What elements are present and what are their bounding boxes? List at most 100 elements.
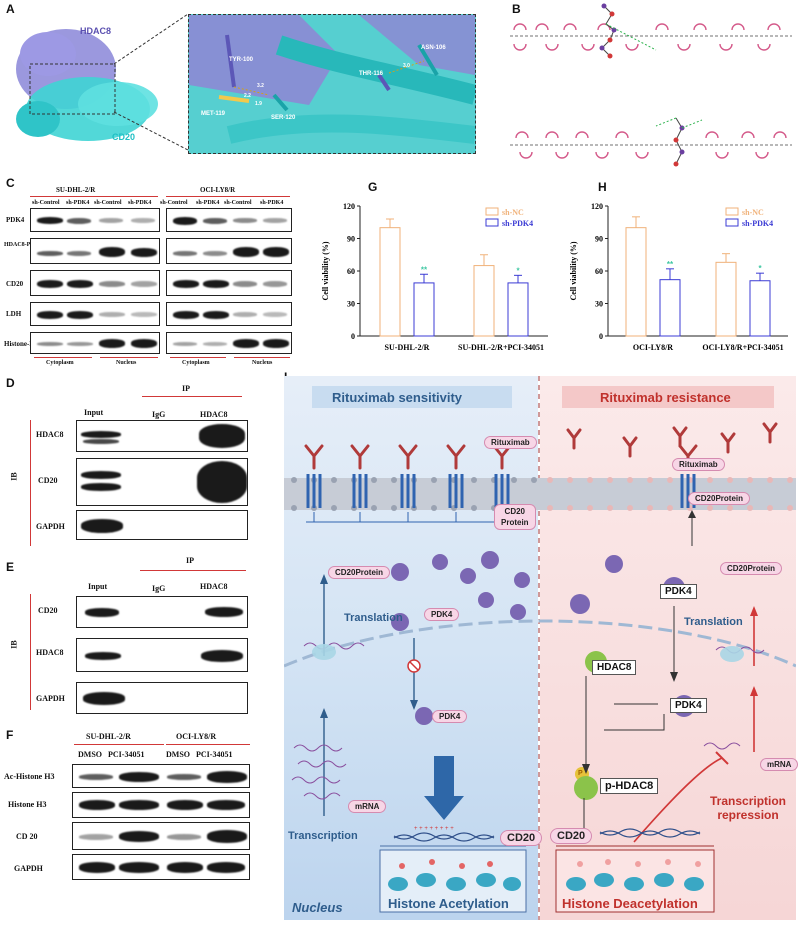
i-pdk4-right-top: PDK4 (660, 584, 697, 599)
i-rituximab-left: Rituximab (484, 436, 537, 449)
i-pdk4-left-top: PDK4 (424, 608, 460, 621)
legend-label: sh-PDK4 (502, 219, 533, 228)
i-p-hdac8: p-HDAC8 (600, 778, 659, 794)
c-row-histone: Histone-H3 (4, 340, 39, 348)
y-tick-label: 90 (595, 235, 603, 244)
panel-label-e: E (6, 560, 15, 574)
i-transcription-repression: Transcription repression (710, 794, 787, 822)
i-translation-left: Translation (344, 612, 403, 624)
i-cd20-right: CD20 (550, 828, 593, 844)
bar-sh-nc (715, 261, 737, 337)
e-col-igg: IgG (152, 584, 166, 593)
d-blot-cd20 (76, 458, 248, 506)
panel-label-b: B (512, 2, 521, 16)
c-row-pdk4: PDK4 (6, 216, 25, 224)
e-blot-hdac8 (76, 638, 248, 672)
c-blot-pdk4-right (166, 208, 292, 232)
e-blot-cd20 (76, 596, 248, 628)
distance-4: 3.0 (403, 63, 410, 69)
c-lane-8: sh-PDK4 (260, 200, 284, 206)
panel-label-d: D (6, 376, 15, 390)
y-tick-label: 0 (599, 332, 603, 341)
c-blot-hdac8p-right (166, 238, 292, 264)
legend-label: sh-PDK4 (742, 219, 773, 228)
legend-swatch (725, 218, 739, 227)
d-ib-line (30, 420, 31, 546)
d-ib-label: IB (9, 472, 19, 481)
f-row-histone: Histone H3 (8, 800, 47, 809)
panel-i-schematic: + + + + + + + + Rituximab sensitivity Ri… (283, 376, 798, 920)
panel-b-interaction-diagram (506, 0, 796, 172)
y-tick-label: 120 (343, 202, 355, 211)
i-cd20protein-right: CD20Protein (720, 562, 783, 575)
e-blot-gapdh (76, 682, 248, 714)
f-cell-line-1: SU-DHL-2/R (86, 732, 131, 741)
e-col-hdac8: HDAC8 (200, 582, 228, 591)
c-blot-ldh-left (30, 302, 160, 326)
i-mrna-left: mRNA (348, 800, 387, 813)
f-lane-3: DMSO (166, 750, 190, 759)
cd20-label: CD20 (112, 132, 136, 142)
legend-swatch (485, 207, 499, 216)
x-tick-label: OCI-LY8/R+PCI-34051 (702, 343, 783, 352)
e-row-hdac8: HDAC8 (36, 648, 64, 657)
ligplot-illustration (510, 3, 792, 167)
i-translation-right: Translation (684, 616, 743, 628)
residue-met119: MET-119 (201, 111, 226, 117)
d-blot-gapdh (76, 510, 248, 540)
y-tick-label: 30 (595, 300, 603, 309)
distance-3: 1.9 (255, 101, 262, 107)
significance-marker: * (516, 266, 520, 275)
c-frac-cytoplasm-1: Cytoplasm (46, 360, 74, 366)
c-lane-6: sh-PDK4 (196, 200, 220, 206)
c-frac-nucleus-1: Nucleus (116, 360, 137, 366)
c-blot-pdk4-left (30, 208, 160, 232)
d-col-hdac8: HDAC8 (200, 410, 228, 419)
d-col-input: Input (84, 408, 104, 417)
protein-surface-illustration (16, 29, 158, 141)
residue-ser120: SER-120 (271, 115, 296, 121)
distance-1: 3.2 (257, 83, 264, 89)
y-tick-label: 30 (347, 300, 355, 309)
d-ip-line (142, 396, 242, 397)
i-cd20protein-right-membrane: CD20Protein (688, 492, 751, 505)
e-col-input: Input (88, 582, 108, 591)
c-lane-4: sh-PDK4 (128, 200, 152, 206)
f-row-achistone: Ac-Histone H3 (4, 772, 55, 781)
legend-swatch (485, 218, 499, 227)
y-axis-label: Cell viability (%) (569, 241, 578, 300)
i-right-title: Rituximab resistance (600, 390, 731, 405)
i-hdac8: HDAC8 (592, 660, 637, 675)
svg-text:+ + + + + + + +: + + + + + + + + (414, 826, 454, 832)
c-row-ldh: LDH (6, 310, 22, 318)
legend-label: sh-NC (742, 208, 764, 217)
c-lane-7: sh-Control (224, 200, 252, 206)
y-tick-label: 60 (595, 267, 603, 276)
c-blot-cd20-right (166, 270, 292, 296)
d-col-igg: IgG (152, 410, 166, 419)
bar-sh-pdk4 (507, 282, 529, 337)
legend-label: sh-NC (502, 208, 524, 217)
i-cd20protein-left: CD20Protein (328, 566, 391, 579)
hdac8-label: HDAC8 (80, 26, 112, 36)
residue-thr116: THR-116 (359, 71, 384, 77)
f-lane-4: PCI-34051 (196, 750, 233, 759)
bar-sh-pdk4 (413, 282, 435, 337)
x-tick-label: SU-DHL-2/R (385, 343, 430, 352)
i-mrna-right: mRNA (760, 758, 798, 771)
panel-a-zoom-detail: TYR-100 MET-119 SER-120 THR-116 ASN-106 … (188, 14, 476, 154)
panel-label-h: H (598, 180, 607, 194)
residue-tyr100: TYR-100 (229, 57, 254, 63)
y-tick-label: 60 (347, 267, 355, 276)
e-ip-label: IP (186, 556, 194, 565)
significance-marker: * (758, 264, 762, 273)
d-blot-hdac8 (76, 420, 248, 452)
x-tick-label: SU-DHL-2/R+PCI-34051 (458, 343, 544, 352)
f-line-1 (74, 744, 164, 745)
f-blot-cd20 (72, 822, 250, 850)
e-ib-label: IB (9, 640, 19, 649)
residue-asn106: ASN-106 (421, 45, 446, 51)
f-line-2 (166, 744, 250, 745)
i-p-badge: P (578, 770, 583, 777)
c-blot-hdac8p-left (30, 238, 160, 264)
